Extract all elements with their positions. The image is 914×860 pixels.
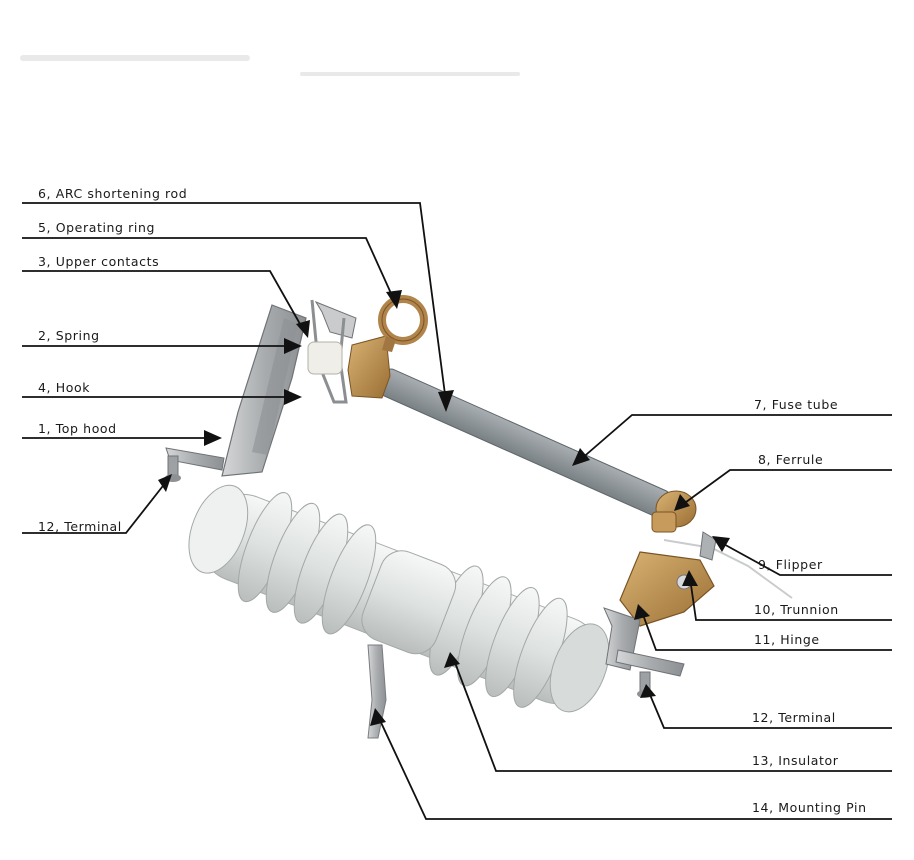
label-hook: 4, Hook [38, 380, 90, 395]
insulator-body [188, 484, 610, 713]
label-terminal-left: 12, Terminal [38, 519, 122, 534]
label-fuse-tube: 7, Fuse tube [754, 397, 838, 412]
label-upper-contacts: 3, Upper contacts [38, 254, 159, 269]
arrowheads [158, 290, 730, 726]
label-ferrule: 8, Ferrule [758, 452, 823, 467]
fuse-tube-body [378, 368, 671, 518]
fuse-cutout-illustration [165, 295, 793, 739]
label-arc-shortening-rod: 6, ARC shortening rod [38, 186, 187, 201]
labels: 6, ARC shortening rod 5, Operating ring … [38, 186, 867, 815]
watermark-smudge-2 [300, 72, 520, 76]
upper-contact-clip [314, 300, 357, 339]
label-hinge: 11, Hinge [754, 632, 820, 647]
flipper [663, 539, 793, 599]
label-spring: 2, Spring [38, 328, 100, 343]
watermark-smudge [20, 55, 250, 61]
label-terminal-right: 12, Terminal [752, 710, 836, 725]
label-operating-ring: 5, Operating ring [38, 220, 155, 235]
label-flipper: 9, Flipper [758, 557, 823, 572]
trunnion-plate [619, 551, 715, 627]
left-terminal [165, 447, 225, 482]
leader-lines [22, 202, 892, 820]
label-mounting-pin: 14, Mounting Pin [752, 800, 867, 815]
label-top-hood: 1, Top hood [38, 421, 117, 436]
label-trunnion: 10, Trunnion [754, 602, 839, 617]
spring-sleeve [307, 341, 343, 375]
label-insulator: 13, Insulator [752, 753, 839, 768]
operating-ring [378, 295, 428, 352]
mounting-pin [367, 644, 387, 739]
